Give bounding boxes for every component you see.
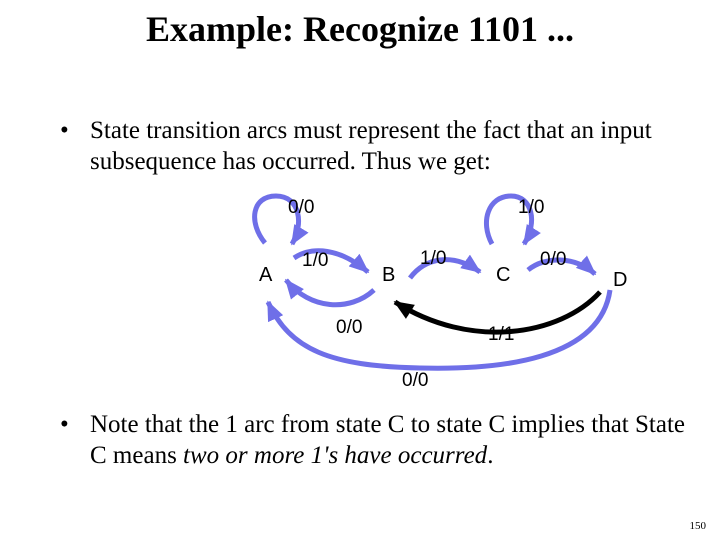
arc-b-to-a (284, 278, 376, 308)
bullet-marker: • (60, 117, 69, 144)
label-d-to-b: 1/1 (488, 324, 514, 345)
label-a-to-b: 1/0 (302, 250, 328, 271)
state-d: D (613, 269, 627, 291)
bullet-2-text-italic: two or more 1's have occurred (183, 442, 488, 469)
state-a: A (259, 264, 273, 286)
page-number: 150 (689, 520, 707, 532)
label-b-to-c: 1/0 (420, 248, 446, 269)
arc-d-to-a (265, 289, 613, 371)
label-a-self: 0/0 (288, 197, 314, 218)
bullet-2-text-end: . (487, 442, 494, 469)
bullet-marker: • (60, 411, 69, 438)
state-b: B (382, 264, 395, 286)
arc-d-to-b (393, 290, 602, 335)
bullet-1-text: State transition arcs must represent the… (90, 117, 652, 175)
arc-a-self (252, 193, 309, 246)
bullet-2-text-main: Note that the 1 arc from state C to stat… (90, 411, 685, 469)
bullet-2-text: Note that the 1 arc from state C to stat… (90, 409, 690, 471)
label-c-self: 1/0 (518, 197, 544, 218)
label-c-to-d: 0/0 (540, 249, 566, 270)
slide-title: Example: Recognize 1101 ... (146, 9, 574, 49)
arc-c-self (483, 193, 541, 246)
label-d-to-a: 0/0 (402, 370, 428, 391)
state-c: C (496, 264, 510, 286)
arc-a-to-b (292, 248, 370, 274)
label-b-to-a: 0/0 (336, 317, 362, 338)
arc-c-to-d (526, 255, 597, 276)
arc-b-to-c (408, 254, 482, 280)
